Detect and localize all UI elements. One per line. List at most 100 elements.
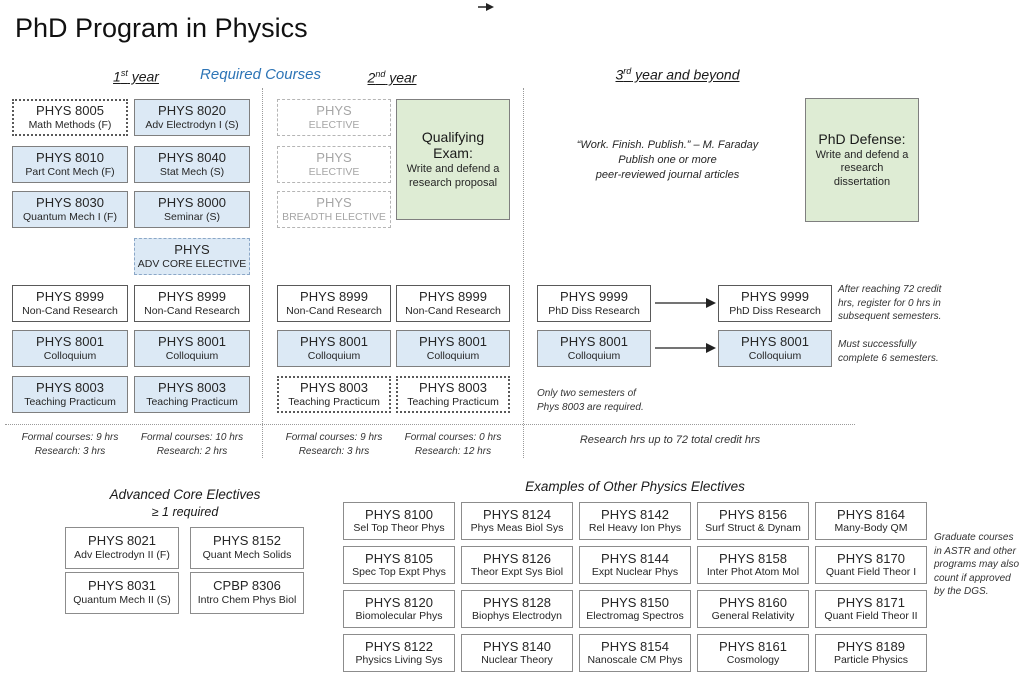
course-code: PHYS 8003 xyxy=(36,379,104,395)
header-year3-rest: year and beyond xyxy=(631,66,740,83)
footer-year1-col1: Formal courses: 9 hrs Research: 3 hrs xyxy=(4,431,136,459)
footer-line2: Research: 2 hrs xyxy=(156,446,228,457)
course-code: PHYS 8001 xyxy=(158,333,226,349)
course-name: ADV CORE ELECTIVE xyxy=(137,257,247,270)
page-title: PhD Program in Physics xyxy=(15,13,308,43)
course-name: General Relativity xyxy=(711,609,795,622)
course-code: PHYS 8120 xyxy=(365,594,433,610)
header-required-courses: Required Courses xyxy=(200,66,321,83)
course-name: Particle Physics xyxy=(833,653,909,666)
course-name: Non-Cand Research xyxy=(405,304,501,317)
course-code: PHYS 8140 xyxy=(483,638,551,654)
course-code: PHYS 8128 xyxy=(483,594,551,610)
course-name: Teaching Practicum xyxy=(146,395,238,408)
course-name: ELECTIVE xyxy=(308,165,360,178)
footer-line1: Formal courses: 0 hrs xyxy=(404,432,502,443)
course-code: PHYS 8152 xyxy=(213,533,281,549)
course-name: Electromag Spectros xyxy=(586,609,684,622)
course-code: PHYS 8164 xyxy=(837,506,905,522)
footer-year2-col1: Formal courses: 9 hrs Research: 3 hrs xyxy=(268,431,400,459)
course-code: PHYS 8999 xyxy=(300,288,368,304)
course-name: Expt Nuclear Phys xyxy=(591,565,679,578)
course-name: Quantum Mech II (S) xyxy=(73,594,171,607)
course-code: PHYS 8156 xyxy=(719,506,787,522)
course-name: Stat Mech (S) xyxy=(159,165,225,178)
course-code: PHYS 8999 xyxy=(36,288,104,304)
course-name: Rel Heavy Ion Phys xyxy=(588,521,682,534)
course-code: PHYS xyxy=(316,149,352,165)
separator-line xyxy=(5,424,855,425)
course-code: PHYS 8150 xyxy=(601,594,669,610)
footer-line1: Formal courses: 9 hrs xyxy=(21,432,119,443)
course-code: PHYS 8124 xyxy=(483,506,551,522)
course-code: PHYS 8160 xyxy=(719,594,787,610)
phd-defense-box: PhD Defense: Write and defend a research… xyxy=(805,98,919,222)
quote-line1: “Work. Finish. Publish.” – M. Faraday xyxy=(576,139,759,151)
course-code: PHYS 8005 xyxy=(36,102,104,118)
course-code: PHYS 8021 xyxy=(88,533,156,549)
milestone-body: Write and defend a research proposal xyxy=(406,163,500,189)
course-code: PHYS 8142 xyxy=(601,506,669,522)
course-name: Colloquium xyxy=(567,349,621,362)
course-code: PHYS 8100 xyxy=(365,506,433,522)
course-name: Part Cont Mech (F) xyxy=(25,165,115,178)
header-year2-num: 2 xyxy=(367,69,376,86)
course-code: PHYS 8189 xyxy=(837,638,905,654)
separator-line xyxy=(523,88,524,458)
course-name: Intro Chem Phys Biol xyxy=(197,594,297,607)
course-code: PHYS 9999 xyxy=(741,288,809,304)
course-name: Colloquium xyxy=(307,349,361,362)
course-code: PHYS 8001 xyxy=(36,333,104,349)
course-name: Teaching Practicum xyxy=(407,395,499,408)
course-name: Quant Field Theor I xyxy=(825,565,917,578)
course-name: Non-Cand Research xyxy=(22,304,118,317)
faraday-quote: “Work. Finish. Publish.” – M. Faraday Pu… xyxy=(560,138,775,183)
advanced-core-title: Advanced Core Electives xyxy=(109,487,261,502)
note-credit-hours: After reaching 72 credit hrs, register f… xyxy=(838,284,942,322)
course-code: PHYS 8154 xyxy=(601,638,669,654)
note-research-total: Research hrs up to 72 total credit hrs xyxy=(579,434,761,446)
course-code: PHYS 8144 xyxy=(601,550,669,566)
course-name: BREADTH ELECTIVE xyxy=(282,210,386,223)
footer-year1-col2: Formal courses: 10 hrs Research: 2 hrs xyxy=(126,431,258,459)
course-name: Non-Cand Research xyxy=(144,304,240,317)
course-code: PHYS 8000 xyxy=(158,194,226,210)
header-year1-sup: st xyxy=(120,68,128,78)
milestone-title: Qualifying Exam: xyxy=(421,129,485,162)
course-name: Cosmology xyxy=(726,653,780,666)
separator-line xyxy=(262,88,263,458)
advanced-core-subtitle: ≥ 1 required xyxy=(151,505,219,519)
course-code: PHYS 8001 xyxy=(560,333,628,349)
note-semesters: Must successfully complete 6 semesters. xyxy=(838,339,939,364)
course-name: Colloquium xyxy=(426,349,480,362)
course-name: Inter Phot Atom Mol xyxy=(706,565,800,578)
course-name: Colloquium xyxy=(43,349,97,362)
course-name: Nanoscale CM Phys xyxy=(587,653,683,666)
course-name: Biomolecular Phys xyxy=(355,609,443,622)
course-code: PHYS 8003 xyxy=(300,379,368,395)
